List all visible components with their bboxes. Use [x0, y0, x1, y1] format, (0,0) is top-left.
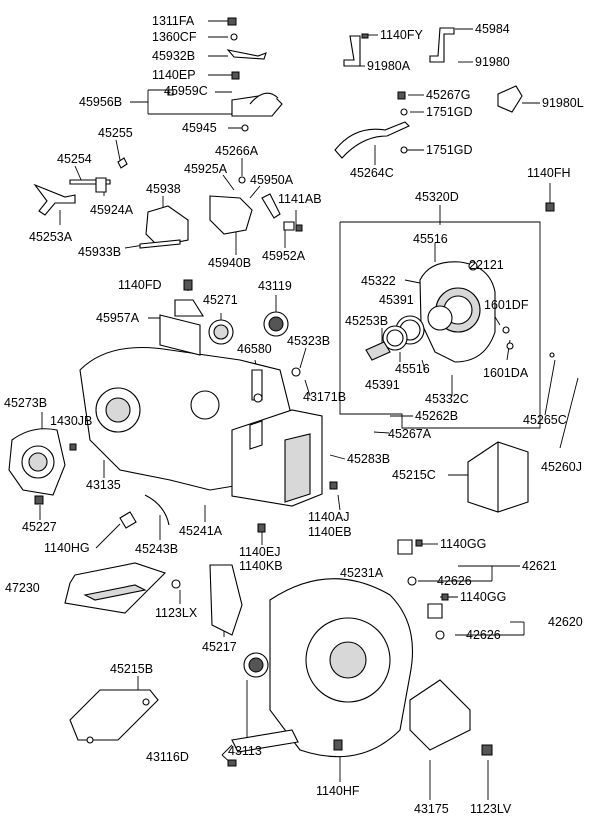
part-label: 45950A: [250, 173, 294, 187]
part-label: 45267G: [426, 88, 471, 102]
part-label: 45243B: [135, 542, 179, 556]
part-label: 1751GD: [426, 143, 473, 157]
part-label: 1140KB: [239, 559, 283, 573]
part-label: 42626: [437, 574, 472, 588]
part-label: 1140FD: [118, 278, 162, 292]
part-label: 1123LV: [470, 802, 512, 816]
part-label: 45391: [365, 378, 400, 392]
part-label: 43171B: [303, 390, 347, 404]
bell-housing: [243, 578, 413, 758]
part-label: 1140HG: [44, 541, 90, 555]
part-label: 45227: [22, 520, 57, 534]
part-label: 1601DF: [484, 298, 529, 312]
part-label: 45323B: [287, 334, 331, 348]
part-label: 45215C: [392, 468, 436, 482]
part-label: 45215B: [110, 662, 154, 676]
part-label: 45933B: [78, 245, 122, 259]
speed-sensors: [397, 539, 449, 640]
part-label: 45241A: [179, 524, 223, 538]
part-label: 45959C: [164, 84, 208, 98]
part-label: 45267A: [388, 427, 432, 441]
part-label: 45516: [395, 362, 430, 376]
part-label: 45940B: [208, 256, 252, 270]
part-label: 45932B: [152, 49, 196, 63]
part-label: 45283B: [347, 452, 391, 466]
part-label: 45984: [475, 22, 510, 36]
part-label: 45925A: [184, 162, 228, 176]
part-label: 1430JB: [50, 414, 93, 428]
part-label: 45266A: [215, 144, 259, 158]
part-label: 45938: [146, 182, 181, 196]
part-label: 1140FH: [527, 166, 571, 180]
part-label: 1141AB: [278, 192, 322, 206]
part-label: 45255: [98, 126, 133, 140]
part-label: 22121: [469, 258, 504, 272]
part-label: 45253A: [29, 230, 73, 244]
part-label: 47230: [5, 581, 40, 595]
part-label: 45924A: [90, 203, 134, 217]
part-label: 43119: [258, 279, 292, 293]
part-label: 45260J: [541, 460, 583, 474]
part-label: 45264C: [350, 166, 394, 180]
oil-pan: [231, 409, 338, 533]
part-label: 45516: [413, 232, 448, 246]
side-cover: [8, 428, 77, 505]
part-label: 1140EJ: [239, 545, 281, 559]
part-label: 42620: [548, 615, 583, 629]
part-label: 45322: [361, 274, 396, 288]
part-label: 1140EB: [308, 525, 352, 539]
bracket-45215C: [467, 441, 529, 513]
hardware-bottom: [69, 679, 493, 767]
part-label: 45273B: [4, 396, 48, 410]
part-label: 42621: [522, 559, 557, 573]
part-label: 45945: [182, 121, 217, 135]
part-label: 1123LX: [155, 606, 198, 620]
part-label: 45320D: [415, 190, 459, 204]
part-label: 43175: [414, 802, 449, 816]
part-label: 45956B: [79, 95, 123, 109]
group-box-45320D: [339, 221, 541, 429]
part-label: 1140GG: [440, 537, 487, 551]
part-label: 45957A: [96, 311, 140, 325]
part-label: 45253B: [345, 314, 389, 328]
part-label: 43116D: [146, 750, 189, 764]
part-label: 45952A: [262, 249, 306, 263]
part-label: 45254: [57, 152, 92, 166]
part-label: 1140EP: [152, 68, 196, 82]
part-label: 43113: [228, 744, 262, 758]
part-label: 1311FA: [152, 14, 195, 28]
hardware-top: [33, 17, 523, 249]
part-label: 1751GD: [426, 105, 473, 119]
hardware-lower-left: [64, 494, 243, 636]
part-label: 91980: [475, 55, 510, 69]
part-label: 1601DA: [483, 366, 529, 380]
part-label: 1360CF: [152, 30, 197, 44]
part-label: 45391: [379, 293, 414, 307]
part-label: 45265C: [523, 413, 567, 427]
pump-assembly: [365, 202, 555, 363]
part-label: 91980A: [367, 59, 411, 73]
part-label: 45231A: [340, 566, 384, 580]
part-label: 91980L: [542, 96, 584, 110]
part-label: 1140AJ: [308, 510, 350, 524]
part-label: 45271: [203, 293, 238, 307]
part-label: 43135: [86, 478, 121, 492]
part-label: 1140FY: [380, 28, 423, 42]
part-label: 45262B: [415, 409, 459, 423]
part-label: 1140GG: [460, 590, 507, 604]
part-label: 46580: [237, 342, 272, 356]
part-label: 45217: [202, 640, 237, 654]
part-label: 1140HF: [316, 784, 360, 798]
part-label: 42626: [466, 628, 501, 642]
part-label: 45332C: [425, 392, 469, 406]
